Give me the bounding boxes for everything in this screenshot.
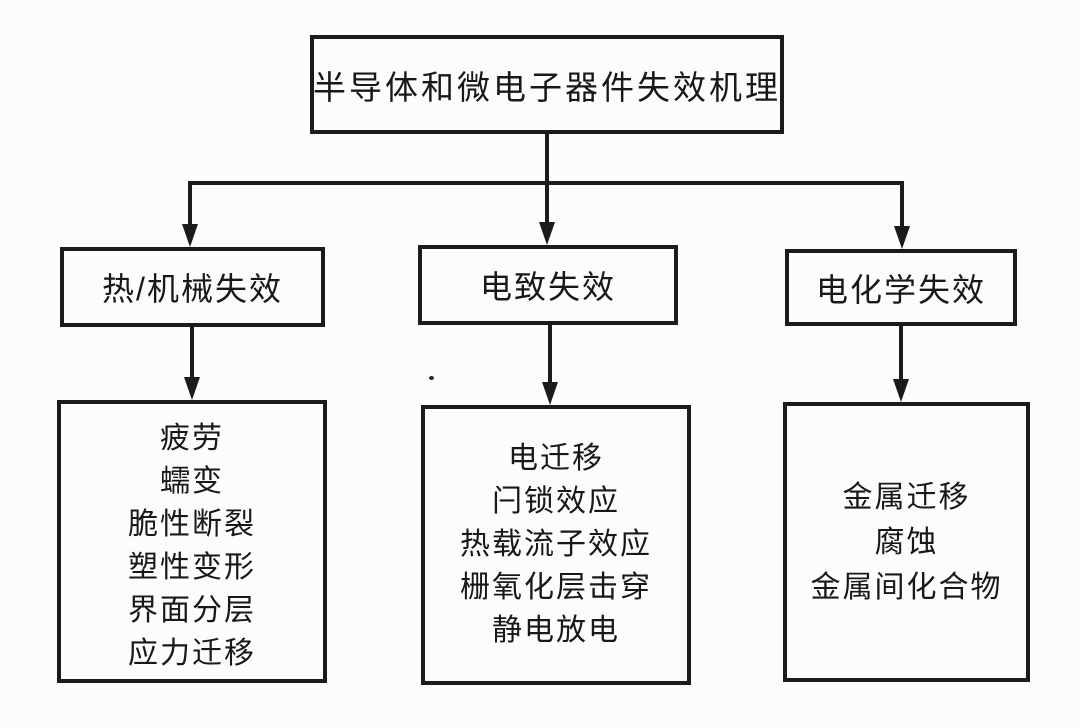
list-thermal-mechanical-items: 疲劳 蠕变 脆性断裂 塑性变形 界面分层 应力迁移 bbox=[57, 400, 327, 683]
list-item: 金属间化合物 bbox=[810, 570, 1003, 604]
list-item: 金属迁移 bbox=[842, 480, 971, 514]
list-item: 腐蚀 bbox=[874, 525, 939, 559]
node-thermal-mechanical-failure: 热/机械失效 bbox=[60, 247, 325, 327]
list-electrochemical-items: 金属迁移 腐蚀 金属间化合物 bbox=[783, 402, 1030, 682]
list-item: 热载流子效应 bbox=[460, 528, 652, 561]
node-electrical-failure-label: 电致失效 bbox=[479, 269, 616, 305]
node-electrochemical-failure-label: 电化学失效 bbox=[815, 271, 986, 308]
list-item: 静电放电 bbox=[492, 614, 620, 647]
node-root-label: 半导体和微电子器件失效机理 bbox=[313, 68, 781, 106]
list-item: 蠕变 bbox=[160, 465, 224, 498]
list-item: 疲劳 bbox=[160, 422, 224, 455]
arrowhead-left-branch bbox=[182, 224, 198, 247]
node-root: 半导体和微电子器件失效机理 bbox=[310, 35, 784, 134]
list-item: 栅氧化层击穿 bbox=[460, 571, 652, 604]
arrowhead-middle-leaf bbox=[542, 382, 558, 405]
list-item: 脆性断裂 bbox=[128, 508, 256, 541]
arrowhead-left-leaf bbox=[184, 377, 200, 400]
arrowhead-right-branch bbox=[894, 226, 910, 249]
list-item: 电迁移 bbox=[508, 442, 604, 475]
node-electrical-failure: 电致失效 bbox=[418, 245, 678, 325]
scan-speck bbox=[429, 376, 434, 380]
list-item: 塑性变形 bbox=[128, 551, 256, 584]
arrowhead-middle-branch bbox=[539, 222, 555, 245]
node-electrochemical-failure: 电化学失效 bbox=[785, 249, 1017, 326]
arrowhead-right-leaf bbox=[893, 379, 909, 402]
node-thermal-mechanical-failure-label: 热/机械失效 bbox=[102, 271, 283, 307]
list-item: 闩锁效应 bbox=[492, 485, 620, 518]
list-item: 界面分层 bbox=[128, 594, 256, 627]
list-item: 应力迁移 bbox=[128, 637, 256, 670]
list-electrical-items: 电迁移 闩锁效应 热载流子效应 栅氧化层击穿 静电放电 bbox=[421, 405, 691, 685]
